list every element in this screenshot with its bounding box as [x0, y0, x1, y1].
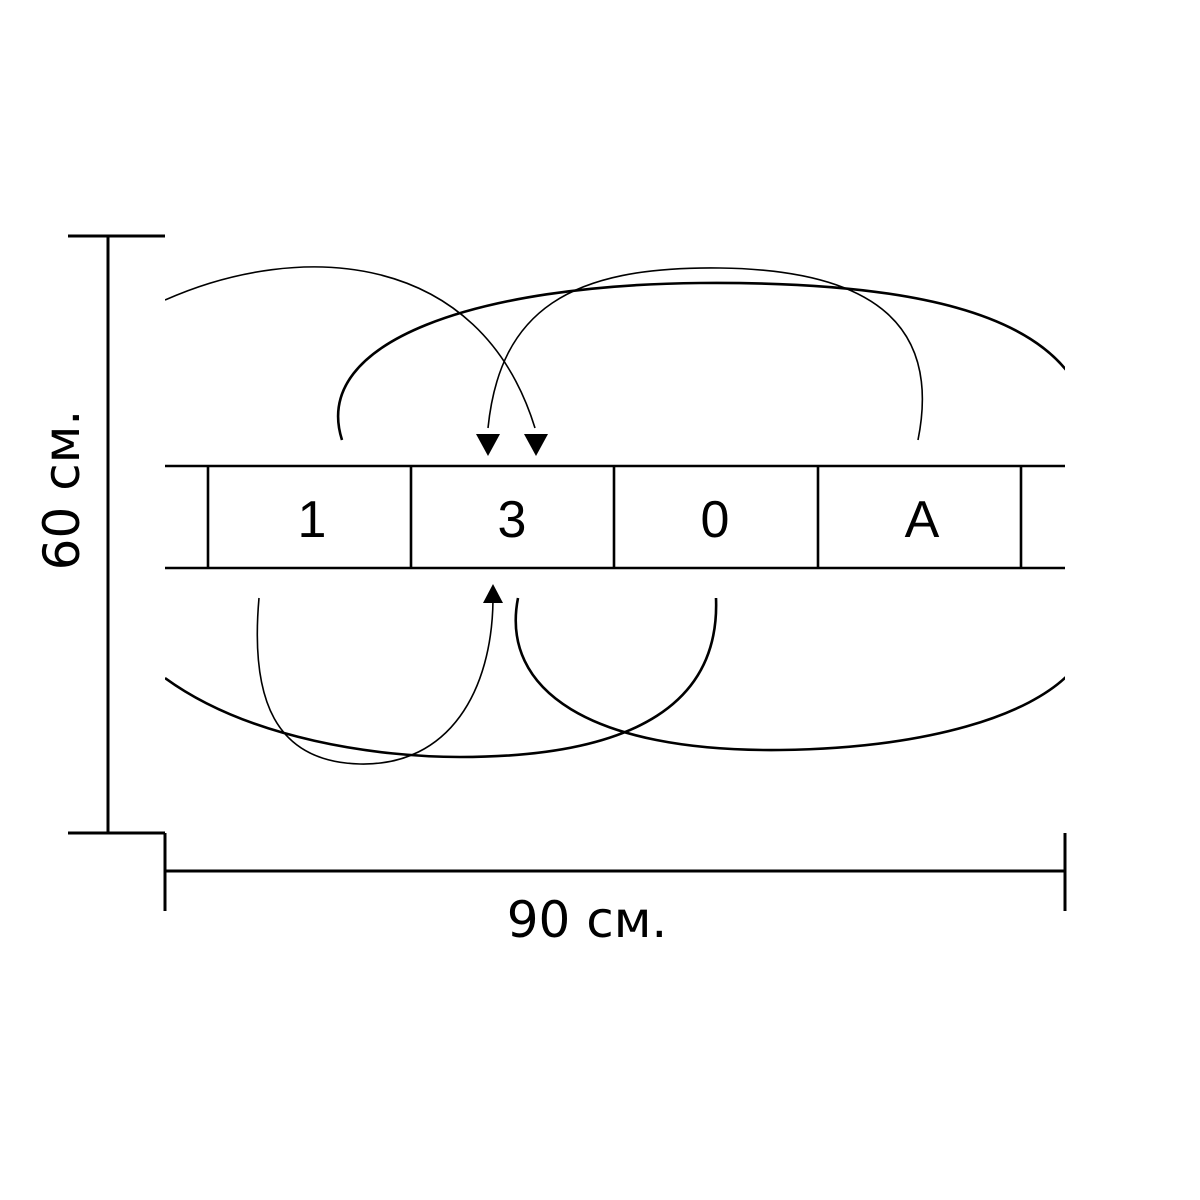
lower-arc-left: [256, 597, 494, 765]
height-dimension: 60 см.: [33, 234, 165, 835]
upper-arc-wide: [336, 281, 1065, 441]
down-arrowhead: [476, 434, 500, 456]
tape-strip: [165, 464, 1065, 570]
lower-arc-wide: [165, 597, 718, 759]
width-label: 90 см.: [507, 891, 668, 949]
up-arrowhead: [483, 584, 503, 603]
cell-symbol: 3: [498, 491, 527, 549]
cell-symbol: 0: [701, 491, 730, 549]
height-label: 60 см.: [33, 410, 91, 571]
upper-arc-left: [165, 266, 536, 429]
down-arrowhead: [524, 434, 548, 456]
cell-symbol: 1: [298, 491, 327, 549]
upper-arc-right: [487, 267, 924, 441]
lower-arc-right: [514, 597, 1065, 752]
artwork: 1 3 0 A: [165, 266, 1065, 765]
cell-symbol: A: [905, 491, 940, 549]
width-dimension: 90 см.: [163, 833, 1067, 949]
